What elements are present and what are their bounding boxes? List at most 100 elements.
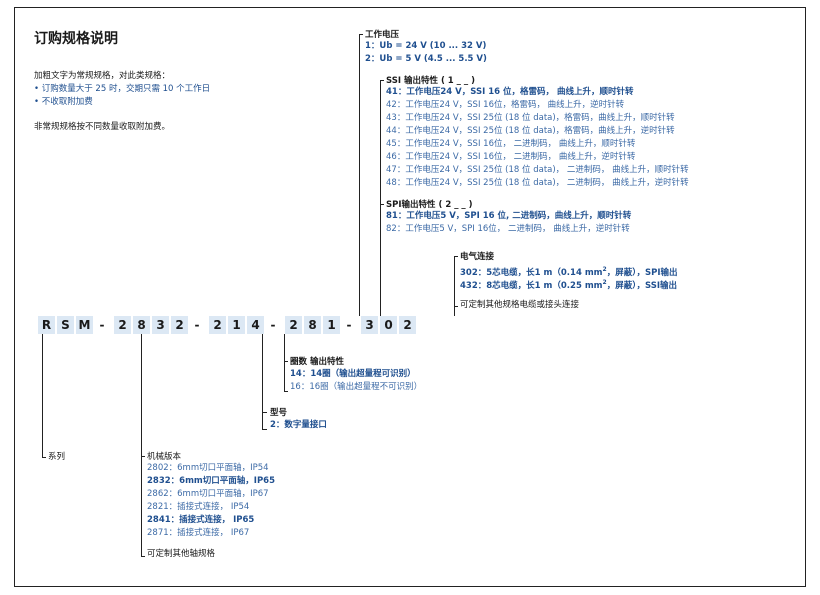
electrical-option-1-b: ，屏蔽），SPI输出 [606,267,678,278]
ssi-option-code: 48： [386,178,406,188]
spi-option: 81：工作电压5 V，SPI 16 位, 二进制码，曲线上升，顺时针转 [386,210,631,223]
code-char: 2 [285,316,302,334]
ssi-option-desc: 工作电压24 V，SSI 25位 (18 位 data)，格雷码，曲线上升，逆时… [405,126,675,136]
spi-option-desc: 工作电压5 V，SPI 16位， 二进制码， 曲线上升，逆时针转 [405,224,630,234]
spi-option-desc: 工作电压5 V，SPI 16 位, 二进制码，曲线上升，顺时针转 [406,211,632,221]
voltage-option-1: 1：Ub = 24 V (10 ... 32 V) [365,41,487,51]
code-separator: - [270,318,276,332]
mech-option: 2862：6mm切口平面轴，IP67 [147,489,269,499]
code-char: 4 [247,316,264,334]
electrical-option-1-a: 302：5芯电缆，长1 m（0.14 mm [460,267,603,278]
ssi-option-desc: 工作电压24 V，SSI 16位， 二进制码， 曲线上升，顺时针转 [405,139,636,149]
code-char: 8 [133,316,150,334]
series-tick [42,457,46,458]
spi-option-code: 81： [386,211,407,221]
ssi-option: 43：工作电压24 V，SSI 25位 (18 位 data)，格雷码，曲线上升… [386,112,689,125]
model-option-1: 2：数字量接口 [270,420,327,430]
ssi-option-code: 46： [386,152,406,162]
mech-option: 2832：6mm切口平面轴，IP65 [147,476,276,486]
electrical-option-2-b: ，屏蔽），SSI输出 [606,280,678,291]
code-separator: - [99,318,105,332]
coils-tick-bottom [284,391,288,392]
voltage-option-2: 2：Ub = 5 V (4.5 ... 5.5 V) [365,54,487,64]
electrical-option-1: 302：5芯电缆，长1 m（0.14 mm2，屏蔽），SPI输出 [460,263,678,280]
ssi-option-code: 44： [386,126,406,136]
mech-option: 2802：6mm切口平面轴，IP54 [147,463,269,473]
ssi-option-desc: 工作电压24 V，SSI 25位 (18 位 data)， 二进制码， 曲线上升… [405,165,689,175]
ssi-header: SSI 输出特性 ( 1 _ _ ) [386,76,475,86]
mech-option: 2821：插接式连接， IP54 [147,502,250,512]
intro-bullet-1: • 订购数量大于 25 时，交期只需 10 个工作日 [34,84,211,94]
code-char: R [38,316,55,334]
code-char: 1 [228,316,245,334]
output-tick [380,80,384,81]
spi-header: SPI输出特性 ( 2 _ _ ) [386,200,473,210]
mech-list: 2802：6mm切口平面轴，IP54 2832：6mm切口平面轴，IP65 2862… [147,462,275,540]
coils-option-2: 16：16圈（输出超量程不可识别） [290,382,423,392]
code-char: 1 [323,316,340,334]
mech-tick-bottom [141,556,145,557]
output-line [380,80,381,316]
ssi-option-desc: 工作电压24 V，SSI 16位， 二进制码， 曲线上升，逆时针转 [405,152,636,162]
mech-tick [141,456,145,457]
electrical-tick [454,256,458,257]
voltage-line [359,34,360,316]
ssi-option-desc: 工作电压24 V，SSI 16 位，格雷码， 曲线上升，顺时针转 [406,87,634,97]
coils-line [284,334,285,391]
code-char: 3 [361,316,378,334]
voltage-header: 工作电压 [365,30,400,40]
ssi-option: 47：工作电压24 V，SSI 25位 (18 位 data)， 二进制码， 曲… [386,164,689,177]
ssi-option-code: 41： [386,87,407,97]
electrical-line [454,256,455,316]
page-frame [14,7,806,587]
mech-header: 机械版本 [147,452,182,462]
voltage-tick [359,34,363,35]
ssi-option: 45：工作电压24 V，SSI 16位， 二进制码， 曲线上升，顺时针转 [386,138,689,151]
model-tick [262,412,267,413]
electrical-header: 电气连接 [460,252,495,262]
ssi-option-code: 47： [386,165,406,175]
ssi-option: 46：工作电压24 V，SSI 16位， 二进制码， 曲线上升，逆时针转 [386,151,689,164]
spi-option: 82：工作电压5 V，SPI 16位， 二进制码， 曲线上升，逆时针转 [386,223,631,236]
coils-option-1: 14：14圈（输出超量程可识别） [290,369,416,379]
mech-line [141,334,142,556]
code-char: S [57,316,74,334]
ssi-option-desc: 工作电压24 V，SSI 25位 (18 位 data)，格雷码，曲线上升，顺时… [405,113,675,123]
model-header: 型号 [270,408,288,418]
ssi-option-code: 45： [386,139,406,149]
intro-bullet-2-text: 不收取附加费 [41,97,93,107]
ssi-option-desc: 工作电压24 V，SSI 25位 (18 位 data)， 二进制码， 曲线上升… [405,178,689,188]
ssi-option: 48：工作电压24 V，SSI 25位 (18 位 data)， 二进制码， 曲… [386,177,689,190]
code-char: 3 [152,316,169,334]
electrical-option-2: 432：8芯电缆，长1 m（0.25 mm2，屏蔽），SSI输出 [460,276,677,293]
model-line [262,334,263,429]
code-char: 2 [171,316,188,334]
spi-tick [380,204,384,205]
mech-option: 2871：插接式连接， IP67 [147,528,250,538]
code-separator: - [346,318,352,332]
code-char: 2 [114,316,131,334]
electrical-option-2-a: 432：8芯电缆，长1 m（0.25 mm [460,280,603,291]
spi-option-code: 82： [386,224,406,234]
series-line [42,334,43,457]
electrical-tick-bottom [454,306,458,307]
ssi-option-code: 43： [386,113,406,123]
superscript: 2 [602,279,607,286]
mech-option: 2841：插接式连接， IP65 [147,515,255,525]
code-char: 8 [304,316,321,334]
coils-tick [284,361,288,362]
series-header: 系列 [48,452,66,462]
coils-header: 圈数 输出特性 [290,357,344,367]
intro-bullet-1-text: 订购数量大于 25 时，交期只需 10 个工作日 [41,84,211,94]
code-separator: - [194,318,200,332]
code-char: 0 [380,316,397,334]
intro-bullet-2: • 不收取附加费 [34,97,93,107]
intro-note: 非常规规格按不同数量收取附加费。 [34,122,171,132]
ssi-option: 44：工作电压24 V，SSI 25位 (18 位 data)，格雷码，曲线上升… [386,125,689,138]
model-tick-bottom [262,429,267,430]
superscript: 2 [602,266,607,273]
ssi-option-desc: 工作电压24 V，SSI 16位，格雷码， 曲线上升，逆时针转 [405,100,625,110]
ssi-option-code: 42： [386,100,406,110]
